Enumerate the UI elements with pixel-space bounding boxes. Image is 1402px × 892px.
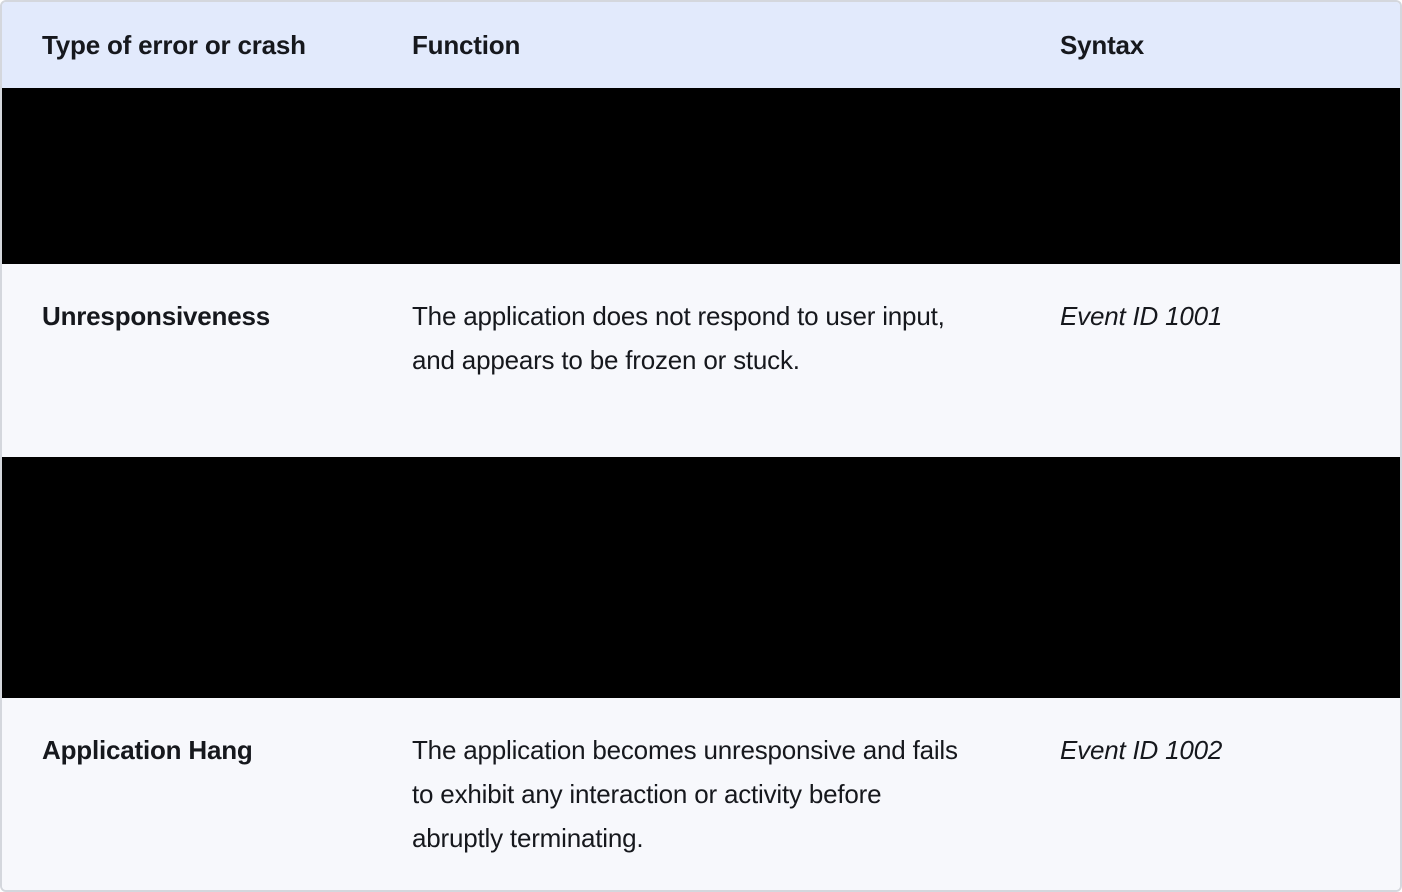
table-header-row: Type of error or crash Function Syntax	[2, 2, 1400, 88]
syntax-cell: Event ID 1001	[1060, 301, 1223, 331]
table-row: Unresponsiveness The application does no…	[2, 264, 1400, 457]
column-header-error-type: Type of error or crash	[42, 29, 306, 60]
function-cell: The application becomes unresponsive and…	[412, 735, 958, 853]
syntax-cell: Event ID 1002	[1060, 735, 1223, 765]
function-cell: The application does not respond to user…	[412, 301, 945, 375]
error-type-cell: Application Hang	[42, 735, 253, 765]
redacted-row	[2, 457, 1400, 698]
column-header-syntax: Syntax	[1060, 29, 1145, 60]
error-type-cell: Unresponsiveness	[42, 301, 271, 331]
table-row: Application Hang The application becomes…	[2, 698, 1400, 890]
redacted-row	[2, 88, 1400, 264]
column-header-function: Function	[412, 29, 521, 60]
